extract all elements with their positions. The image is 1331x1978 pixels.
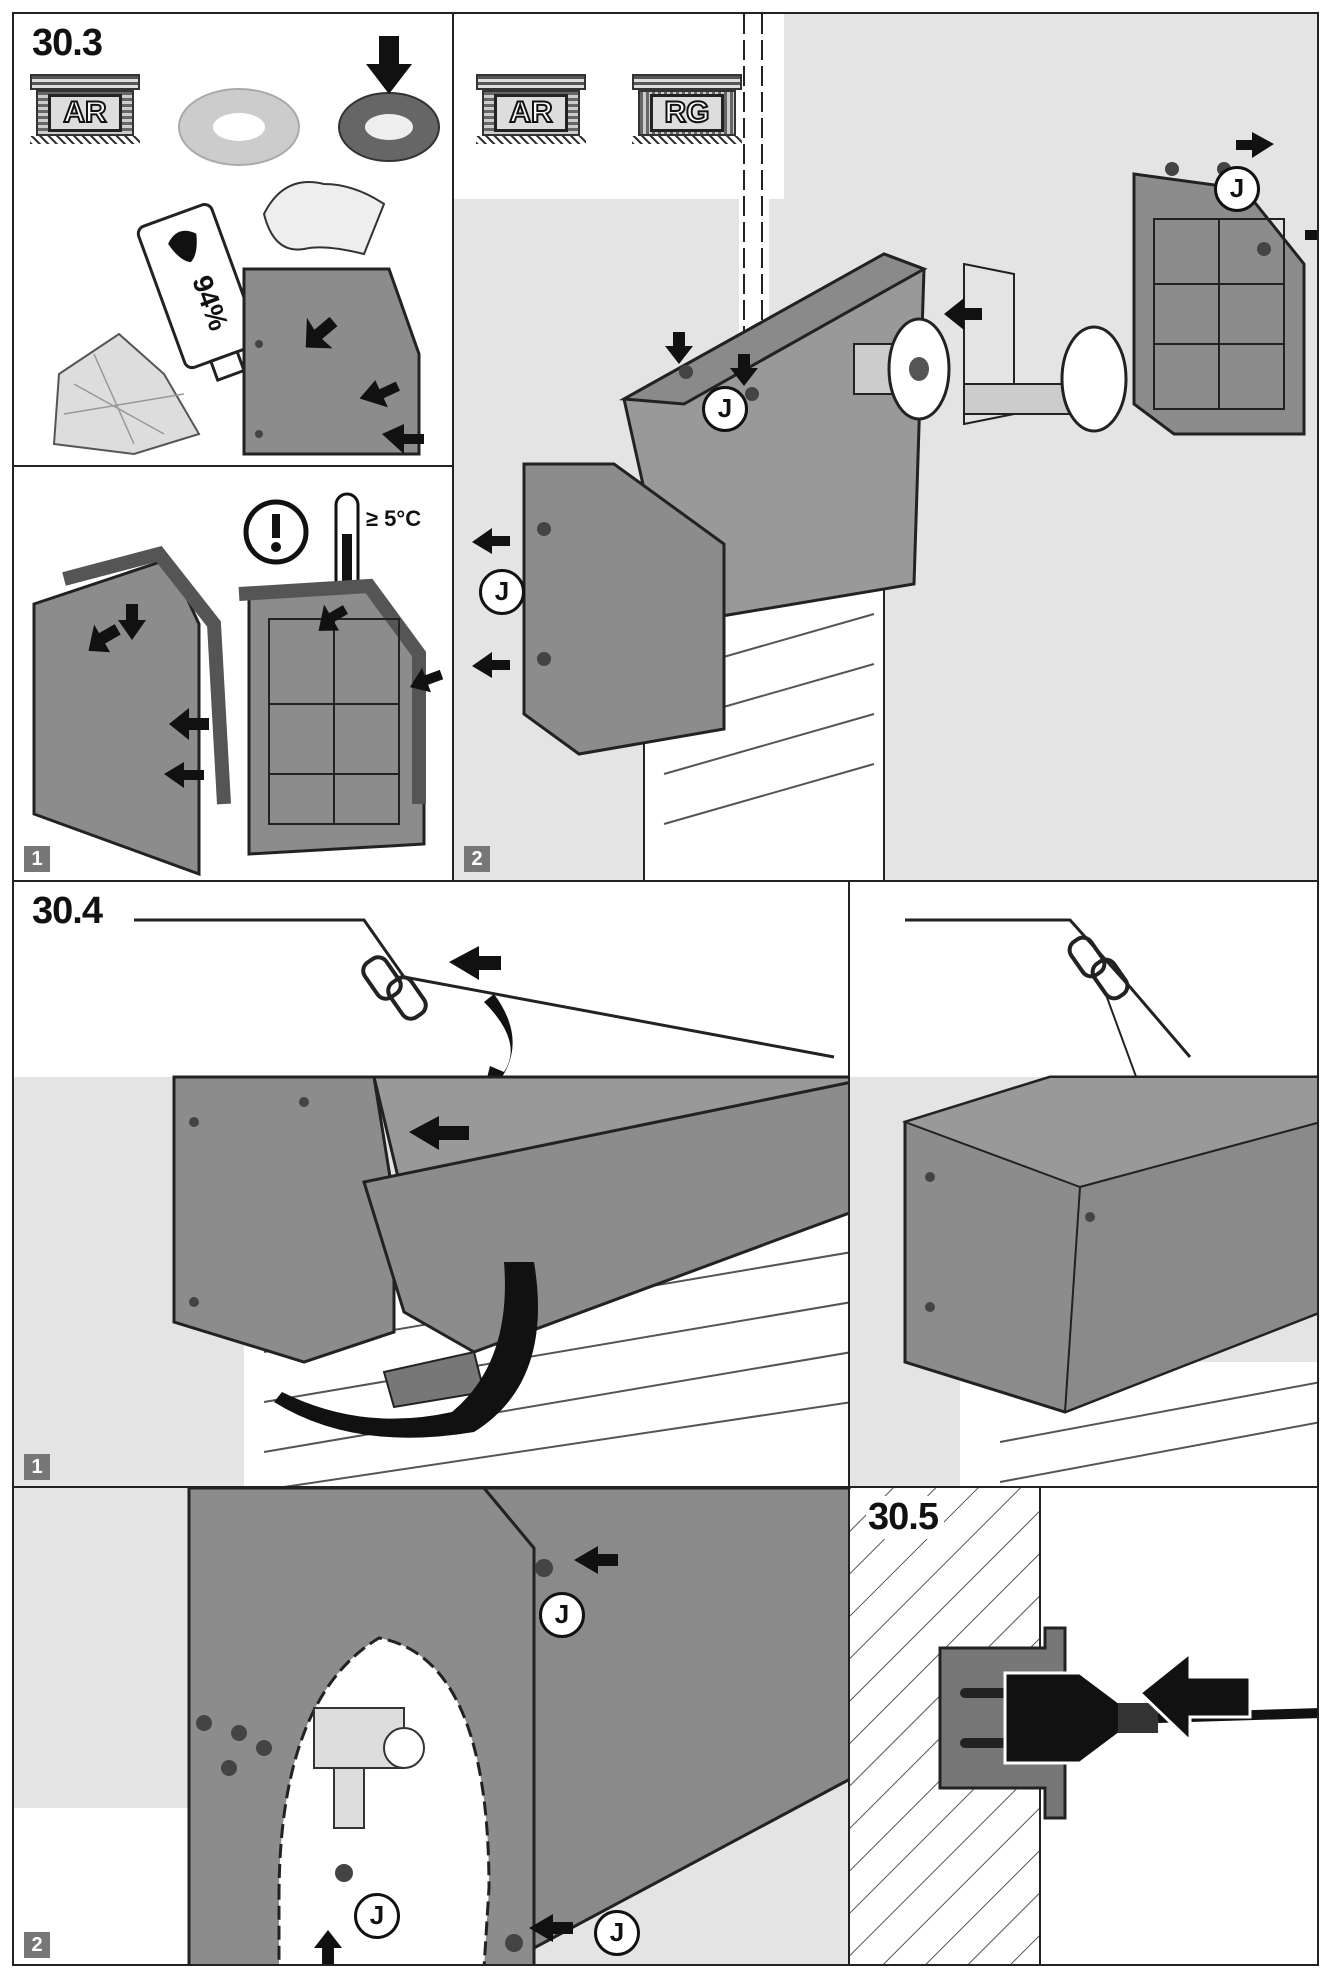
section-number-30-3: 30.3 <box>30 22 108 65</box>
step-number-2: 2 <box>24 1932 50 1958</box>
arrow-icon <box>409 1116 469 1150</box>
arrow-icon <box>318 604 348 631</box>
panel-30-3-step-2: AR RG <box>452 12 1319 882</box>
illustration-seal-prep: 94% <box>14 36 452 877</box>
cleaner-bottle-icon: 94% <box>136 202 260 383</box>
end-plate-left <box>522 462 726 756</box>
swing-arrow-icon <box>274 1262 538 1438</box>
arrow-icon <box>305 316 338 349</box>
seal-strip <box>62 546 231 805</box>
plug-icon <box>960 1671 1317 1765</box>
arrow-icon <box>314 1930 342 1964</box>
step-number-1: 1 <box>24 1454 50 1480</box>
part-j-label: J <box>1214 166 1260 212</box>
panel-30-4-result <box>848 880 1319 1488</box>
part-j-label: J <box>479 569 525 615</box>
temperature-label: ≥ 5°C <box>366 506 422 531</box>
arrow-icon <box>169 708 209 740</box>
hand-with-cloth-icon <box>262 181 386 256</box>
part-j-label: J <box>354 1893 400 1939</box>
arrow-icon <box>382 424 424 454</box>
front-cover <box>362 1081 848 1354</box>
chain-link-icon <box>1067 935 1130 1001</box>
illustration-cover-install <box>14 918 848 1486</box>
illustration-end-plate-mount <box>472 14 1317 880</box>
arrow-icon <box>472 132 1317 678</box>
part-j-label: J <box>702 386 748 432</box>
arrow-icon <box>164 762 204 788</box>
chain-link-icon <box>361 955 428 1021</box>
panel-30-4-step-1: 30.4 1 <box>12 880 850 1488</box>
illustration-cover-closed <box>850 918 1317 1486</box>
rotate-arrow-icon <box>484 994 513 1090</box>
badge-rg-label: RG <box>650 94 724 132</box>
badge-rg: RG <box>632 74 742 146</box>
badge-ar-label: AR <box>48 94 122 132</box>
arrow-icon <box>88 624 121 653</box>
part-j-label: J <box>594 1910 640 1956</box>
arrow-icon <box>574 1546 618 1574</box>
step-number-2: 2 <box>464 846 490 872</box>
arrow-icon <box>409 667 444 693</box>
down-arrow-icon <box>366 36 412 94</box>
illustration-cover-screws <box>14 1488 848 1964</box>
screw-icon <box>335 1559 553 1952</box>
step-number-1: 1 <box>24 846 50 872</box>
arrow-icon <box>529 1914 573 1942</box>
section-number-30-4: 30.4 <box>30 890 108 933</box>
part-j-label: J <box>539 1592 585 1638</box>
panel-30-4-step-2: J J J 2 <box>12 1486 850 1966</box>
badge-ar-label-2: AR <box>494 94 568 132</box>
arrow-icon <box>449 946 501 980</box>
badge-ar: AR <box>30 74 140 146</box>
badge-ar: AR <box>476 74 586 146</box>
arrow-icon <box>359 380 401 408</box>
panel-30-3-step-1: 30.3 AR 94% <box>12 12 454 882</box>
section-number-30-5: 30.5 <box>866 1496 944 1539</box>
arrow-icon <box>118 604 146 640</box>
illustration-plug-in <box>850 1488 1317 1964</box>
cleaning-cloth-icon <box>52 332 201 456</box>
screw-icon <box>537 162 1271 666</box>
panel-30-5: 30.5 <box>848 1486 1319 1966</box>
side-plate <box>242 267 421 456</box>
arrow-icon <box>1137 1649 1252 1745</box>
